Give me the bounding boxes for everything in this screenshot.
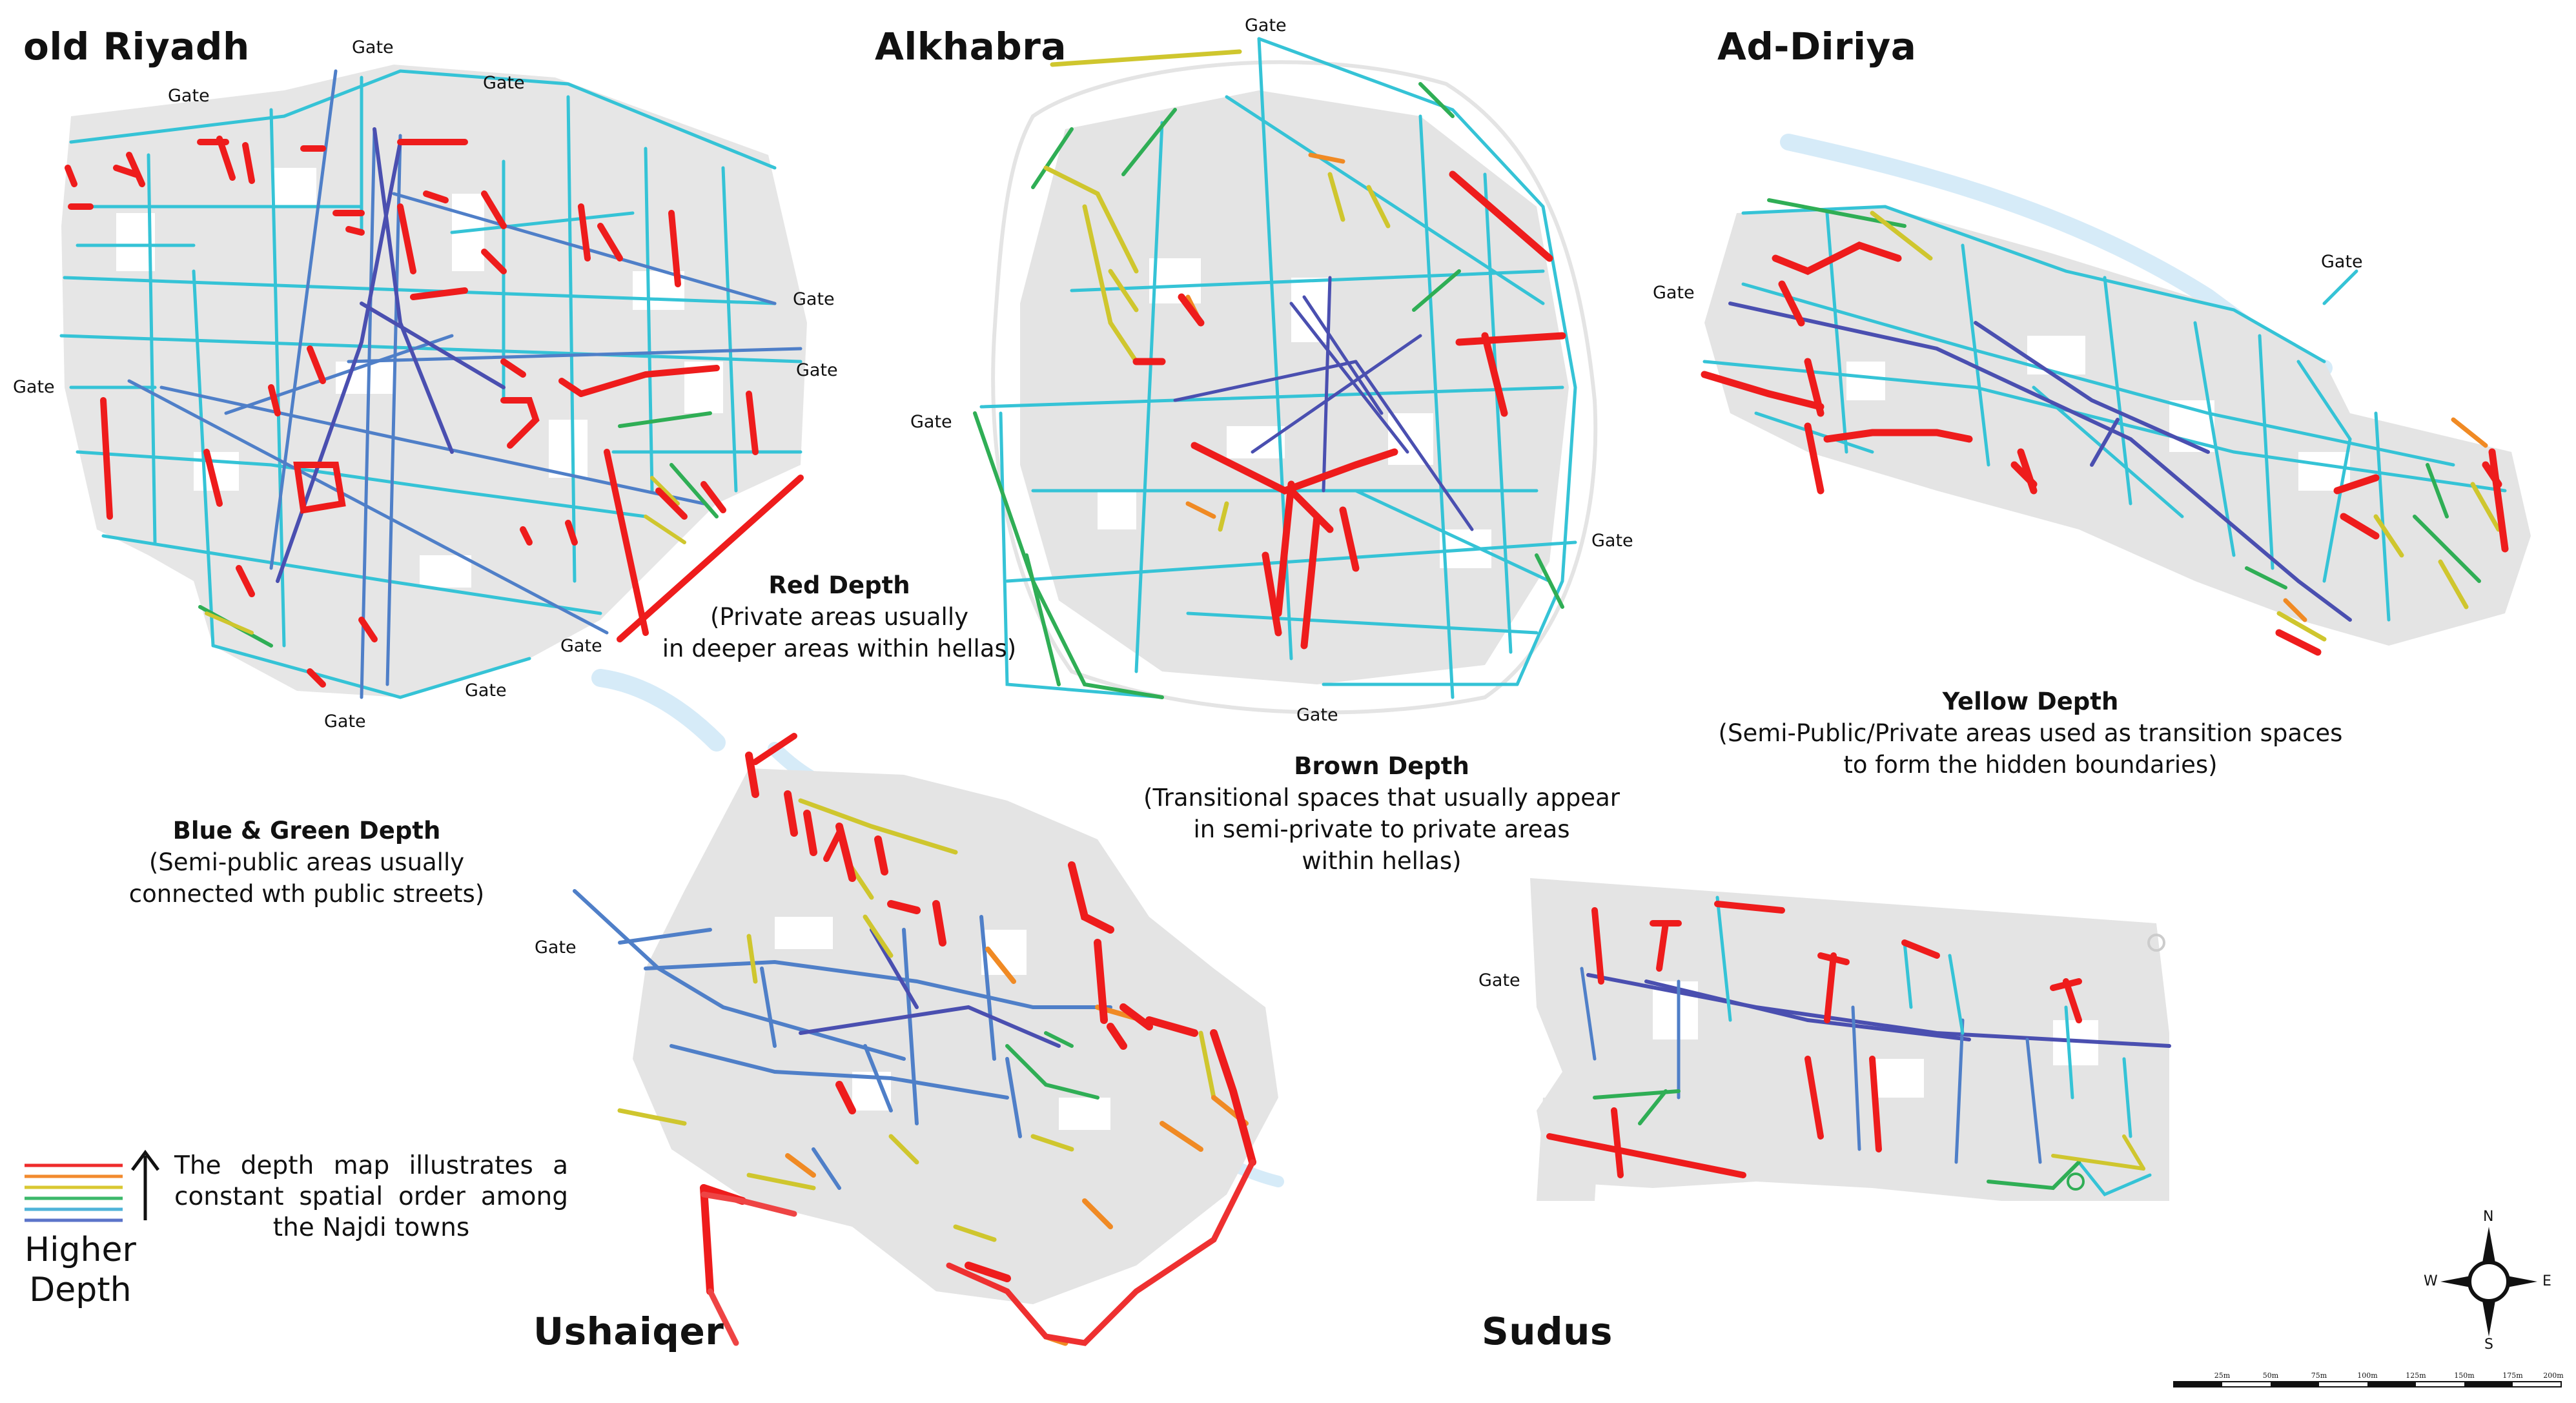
legend-yellow-line: (Semi-Public/Private areas used as trans… <box>1718 719 2343 747</box>
gate-label: Gate <box>352 37 394 57</box>
riyadh-blocks <box>61 65 807 697</box>
gate-label: Gate <box>2321 252 2363 272</box>
compass-n: N <box>2483 1209 2494 1225</box>
alkhabra-segments <box>973 37 1577 699</box>
higher-depth-line1: Higher <box>25 1231 136 1269</box>
town-title-sudus: Sudus <box>1482 1309 1613 1353</box>
legend-yellow-depth: Yellow Depth (Semi-Public/Private areas … <box>1653 686 2408 781</box>
diriya-segments <box>1701 198 2509 656</box>
depth-key-lines <box>25 1163 123 1222</box>
scale-bar: 25m 50m 75m 100m 125m 150m 175m 200m <box>2173 1371 2564 1388</box>
gate-label: Gate <box>1478 970 1520 990</box>
compass-w: W <box>2424 1273 2438 1289</box>
legend-red-depth: Red Depth (Private areas usually in deep… <box>600 569 1078 664</box>
diriya-map <box>1701 198 2531 656</box>
gate-label: Gate <box>1245 15 1287 36</box>
town-title-diriya: Ad-Diriya <box>1717 25 1917 68</box>
depth-key-description: The depth map illustrates a constant spa… <box>174 1151 568 1242</box>
ushaiqer-blocks <box>633 768 1278 1304</box>
legend-red-line: in deeper areas within hellas) <box>662 635 1017 662</box>
gate-label: Gate <box>1591 531 1633 551</box>
compass-e: E <box>2542 1273 2551 1289</box>
depth-arrow-icon <box>130 1149 160 1220</box>
gate-label: Gate <box>1296 705 1338 725</box>
riyadh-segments <box>59 69 804 699</box>
legend-blue-green-depth: Blue & Green Depth (Semi-public areas us… <box>65 815 549 910</box>
scale-tick: 175m <box>2502 1371 2523 1380</box>
gate-label: Gate <box>793 289 835 309</box>
legend-brown-line: within hellas) <box>1302 847 1462 875</box>
gate-label: Gate <box>168 86 210 106</box>
town-title-riyadh: old Riyadh <box>23 25 250 68</box>
alkhabra-map <box>973 37 1598 715</box>
legend-red-title: Red Depth <box>768 571 910 599</box>
compass-rose-icon: N S W E <box>2424 1209 2551 1353</box>
legend-blue-green-line: connected wth public streets) <box>128 880 485 908</box>
sudus-segments <box>1546 896 2171 1197</box>
sudus-blocks <box>1530 878 2169 1201</box>
legend-blue-green-title: Blue & Green Depth <box>172 817 441 845</box>
gate-label: Gate <box>560 636 602 656</box>
gate-label: Gate <box>13 377 55 397</box>
gate-label: Gate <box>324 712 366 732</box>
gate-label: Gate <box>483 73 525 93</box>
legend-yellow-line: to form the hidden boundaries) <box>1843 751 2218 779</box>
diriya-blocks <box>1704 207 2531 646</box>
legend-yellow-title: Yellow Depth <box>1942 688 2119 715</box>
legend-brown-line: in semi-private to private areas <box>1193 815 1570 843</box>
ushaiqer-map <box>573 733 1278 1346</box>
scale-tick: 200m <box>2543 1371 2564 1380</box>
scale-tick: 100m <box>2357 1371 2378 1380</box>
legend-blue-green-line: (Semi-public areas usually <box>148 848 465 876</box>
legend-red-line: (Private areas usually <box>710 603 969 631</box>
scale-tick: 75m <box>2311 1371 2327 1380</box>
gate-label: Gate <box>796 360 838 380</box>
scale-tick: 25m <box>2214 1371 2231 1380</box>
gate-label: Gate <box>1653 283 1695 303</box>
compass-s: S <box>2484 1336 2493 1353</box>
sudus-map <box>1530 878 2171 1201</box>
higher-depth-label: Higher Depth <box>25 1230 136 1310</box>
higher-depth-line2: Depth <box>29 1271 132 1309</box>
town-title-ushaiqer: Ushaiqer <box>533 1309 724 1353</box>
scale-tick: 150m <box>2454 1371 2475 1380</box>
town-title-alkhabra: Alkhabra <box>875 25 1067 68</box>
gate-label: Gate <box>535 937 577 958</box>
gate-label: Gate <box>910 412 952 432</box>
legend-brown-depth: Brown Depth (Transitional spaces that us… <box>1098 750 1666 877</box>
scale-tick: 50m <box>2263 1371 2279 1380</box>
riyadh-map <box>59 65 807 699</box>
ushaiqer-segments <box>573 733 1256 1346</box>
legend-brown-line: (Transitional spaces that usually appear <box>1143 784 1620 812</box>
scale-tick: 125m <box>2406 1371 2426 1380</box>
gate-label: Gate <box>465 681 507 701</box>
legend-brown-title: Brown Depth <box>1294 752 1469 780</box>
